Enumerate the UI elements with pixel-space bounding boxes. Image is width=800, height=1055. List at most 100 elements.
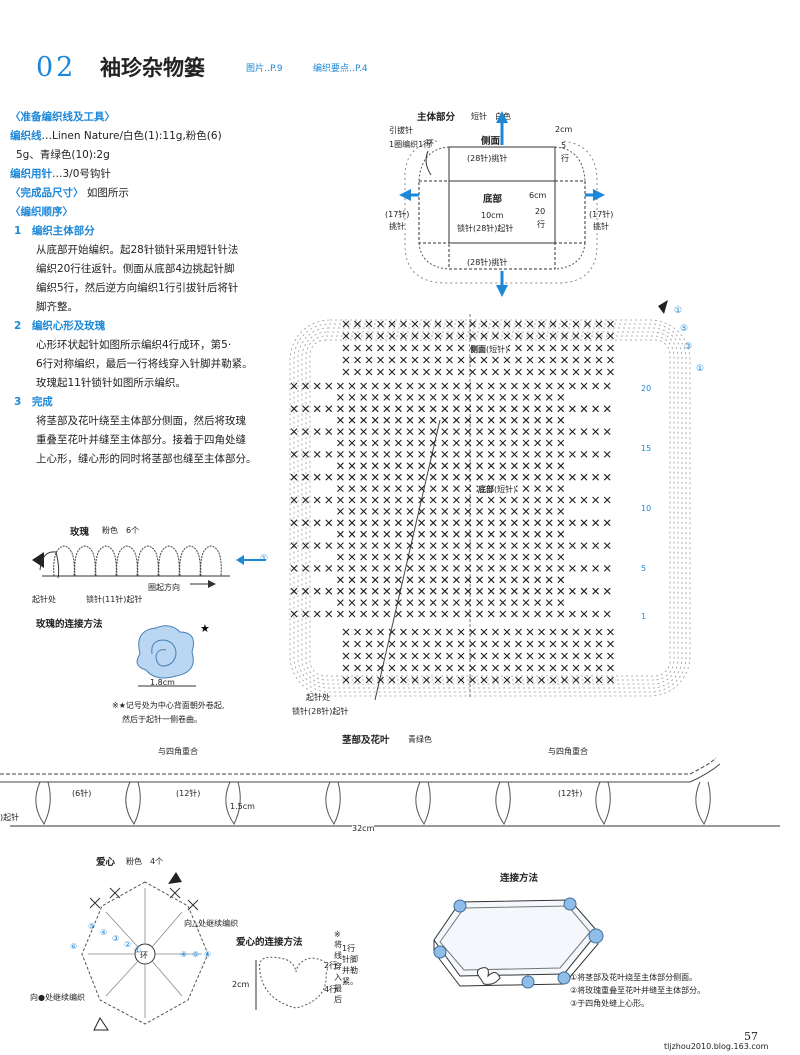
single-crochet-stitch (522, 485, 530, 492)
needle-label: 编织用针 (10, 168, 52, 180)
single-crochet-stitch (499, 542, 507, 549)
single-crochet-stitch (371, 542, 379, 549)
single-crochet-stitch (538, 332, 545, 340)
heart-row-5: ⑤ (88, 922, 96, 931)
single-crochet-stitch (569, 428, 576, 435)
single-crochet-stitch (499, 473, 507, 481)
single-crochet-stitch (534, 565, 541, 572)
single-crochet-stitch (371, 599, 379, 606)
single-crochet-stitch (441, 599, 449, 606)
single-crochet-stitch (365, 664, 373, 672)
single-crochet-stitch (418, 382, 425, 390)
single-crochet-stitch (607, 640, 614, 648)
single-crochet-stitch (406, 405, 414, 413)
single-crochet-stitch (383, 496, 391, 504)
size-heading: 〈完成品尺寸〉 (10, 187, 84, 199)
single-crochet-stitch (607, 652, 614, 660)
single-crochet-stitch (499, 508, 507, 515)
single-crochet-stitch (607, 356, 614, 364)
single-crochet-stitch (429, 553, 437, 561)
single-crochet-stitch (603, 405, 611, 413)
cm10-label: 10cm (481, 211, 504, 220)
single-crochet-stitch (290, 382, 298, 390)
single-crochet-stitch (511, 519, 518, 527)
single-crochet-stitch (406, 542, 414, 549)
single-crochet-stitch (383, 382, 391, 390)
single-crochet-stitch (557, 416, 565, 424)
single-crochet-stitch (569, 382, 576, 390)
single-crochet-stitch (354, 344, 361, 352)
single-crochet-stitch (383, 553, 391, 561)
single-crochet-stitch (337, 382, 344, 390)
single-crochet-stitch (453, 565, 460, 572)
single-crochet-stitch (411, 356, 419, 364)
single-crochet-stitch (580, 610, 588, 618)
single-crochet-stitch (434, 368, 442, 376)
single-crochet-stitch (360, 451, 367, 458)
single-crochet-stitch (348, 496, 356, 504)
single-crochet-stitch (584, 628, 591, 636)
single-crochet-stitch (557, 485, 565, 492)
single-crochet-stitch (423, 652, 430, 660)
single-crochet-stitch (534, 405, 541, 413)
single-crochet-stitch (313, 565, 321, 572)
assembly-step-2: ②将玫瑰重叠至花叶并缝至主体部分。 (570, 986, 706, 995)
single-crochet-stitch (313, 451, 321, 458)
cm6-label: 6cm (529, 191, 547, 200)
row-unit: 行 (561, 154, 569, 163)
single-crochet-stitch (595, 332, 603, 340)
step-title: 编织主体部分 (31, 225, 95, 237)
single-crochet-stitch (418, 553, 425, 561)
single-crochet-stitch (453, 405, 460, 413)
single-crochet-stitch (406, 428, 414, 435)
single-crochet-stitch (377, 368, 384, 376)
single-crochet-stitch (371, 394, 379, 401)
single-crochet-stitch (584, 368, 591, 376)
step-line: 从底部开始编织。起28针锁针采用短针针法 (36, 244, 239, 256)
single-crochet-stitch (371, 553, 379, 561)
single-crochet-stitch (492, 664, 499, 672)
single-crochet-stitch (441, 508, 449, 515)
single-crochet-stitch (476, 553, 483, 561)
single-crochet-stitch (360, 576, 367, 584)
single-crochet-stitch (395, 542, 402, 549)
single-crochet-stitch (464, 530, 472, 538)
single-crochet-stitch (457, 628, 465, 636)
stem-cm15: 1.5cm (230, 802, 255, 811)
single-crochet-stitch (480, 652, 488, 660)
single-crochet-stitch (418, 496, 425, 504)
single-crochet-stitch (515, 676, 522, 684)
single-crochet-stitch (371, 451, 379, 458)
single-crochet-stitch (545, 610, 553, 618)
single-crochet-stitch (446, 664, 453, 672)
single-crochet-stitch (348, 576, 356, 584)
page-number: 57 (744, 1030, 758, 1043)
order-heading: 〈编织顺序〉 (10, 206, 73, 218)
single-crochet-stitch (476, 473, 483, 481)
single-crochet-stitch (534, 610, 541, 618)
single-crochet-stitch (400, 356, 407, 364)
single-crochet-stitch (418, 439, 425, 447)
single-crochet-stitch (487, 553, 495, 561)
stem-chain (0, 757, 717, 775)
single-crochet-stitch (603, 587, 611, 595)
single-crochet-stitch (377, 640, 384, 648)
single-crochet-stitch (557, 542, 565, 549)
single-crochet-stitch (337, 428, 344, 435)
single-crochet-stitch (441, 405, 449, 413)
single-crochet-stitch (464, 405, 472, 413)
single-crochet-stitch (371, 439, 379, 447)
single-crochet-stitch (557, 473, 565, 481)
single-crochet-stitch (557, 519, 565, 527)
single-crochet-stitch (511, 428, 518, 435)
step-2: 2 编织心形及玫瑰 心形环状起针如图所示编织4行成环，第5· 6行对称编织，最后… (14, 317, 284, 393)
single-crochet-stitch (406, 587, 414, 595)
single-crochet-stitch (441, 428, 449, 435)
single-crochet-stitch (538, 640, 545, 648)
single-crochet-stitch (342, 368, 350, 376)
single-crochet-stitch (337, 587, 344, 595)
single-crochet-stitch (429, 428, 437, 435)
rose-petal (116, 545, 138, 577)
single-crochet-stitch (476, 565, 483, 572)
single-crochet-stitch (302, 382, 309, 390)
